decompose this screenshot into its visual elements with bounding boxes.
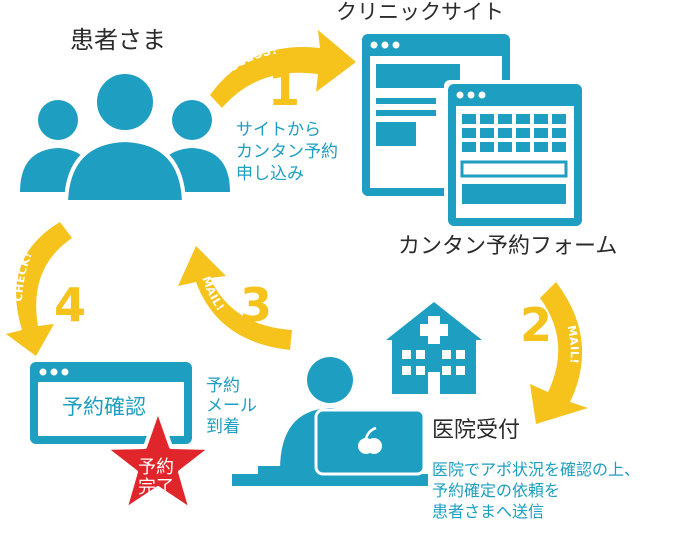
reception-note-line: 予約確定の依頼を	[432, 480, 561, 500]
completion-star-icon	[103, 408, 213, 512]
step-3-line: メール	[206, 396, 257, 417]
step-number-3: 3	[240, 278, 273, 332]
reservation-form-window-icon	[444, 80, 586, 230]
svg-text:MAIL!: MAIL!	[565, 324, 581, 364]
completion-label-line: 完了	[138, 476, 174, 498]
arrow-mail-left	[178, 246, 292, 350]
arrow-mail-right	[530, 282, 588, 424]
completion-label-line: 予約	[138, 457, 174, 478]
step-1-line: カンタン予約	[236, 141, 338, 162]
reception-note-line: 患者さまへ送信	[432, 501, 545, 521]
receptionist-icon	[232, 357, 428, 486]
confirmation-label: 予約確認	[62, 395, 146, 419]
step-number-4: 4	[54, 278, 87, 332]
step-1-line: 申し込み	[236, 163, 304, 184]
step-3-line: 予約	[206, 376, 240, 396]
patient-label: 患者さま	[70, 26, 166, 54]
step-1-line: サイトから	[236, 120, 321, 140]
step-number-1: 1	[268, 62, 301, 116]
reception-label: 医院受付	[432, 418, 521, 443]
reception-note-line: 医院でアポ状況を確認の上、	[432, 460, 641, 479]
step-3-description: 予約 メール 到着	[206, 376, 257, 437]
step-number-2: 2	[520, 298, 553, 352]
completion-label: 予約 完了	[138, 458, 174, 498]
reservation-form-label: カンタン予約フォーム	[398, 234, 618, 259]
arrow-mail-right-label: MAIL!	[565, 324, 581, 364]
apple-logo-icon	[358, 426, 382, 454]
hospital-icon	[386, 302, 482, 394]
step-3-line: 到着	[206, 416, 240, 437]
clinic-site-label: クリニックサイト	[336, 0, 504, 24]
arrow-access	[210, 30, 356, 108]
patients-icon	[20, 70, 230, 204]
step-1-description: サイトから カンタン予約 申し込み	[236, 120, 338, 185]
reception-note: 医院でアポ状況を確認の上、 予約確定の依頼を 患者さまへ送信	[432, 460, 640, 522]
arrow-check	[6, 222, 72, 356]
